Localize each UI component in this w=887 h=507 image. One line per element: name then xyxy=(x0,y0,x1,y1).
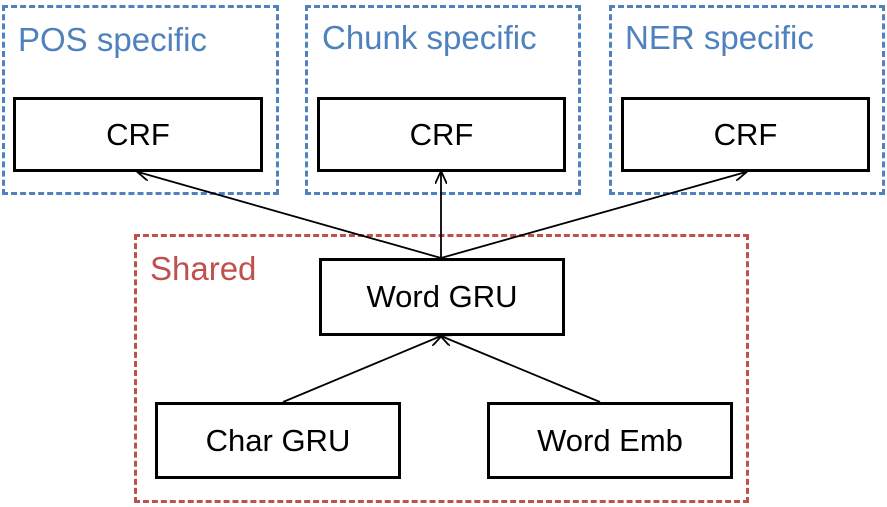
ner-specific-group xyxy=(609,5,885,195)
ner-crf-node: CRF xyxy=(621,97,870,172)
ner-specific-label: NER specific xyxy=(625,19,814,56)
word-emb-node: Word Emb xyxy=(487,402,733,479)
chunk-specific-label: Chunk specific xyxy=(322,19,537,56)
pos-specific-label: POS specific xyxy=(18,21,207,58)
shared-label: Shared xyxy=(150,250,257,287)
chunk-crf-node: CRF xyxy=(317,97,566,172)
char-gru-node: Char GRU xyxy=(155,402,401,479)
pos-crf-node: CRF xyxy=(13,97,263,172)
word-gru-node: Word GRU xyxy=(319,258,565,336)
